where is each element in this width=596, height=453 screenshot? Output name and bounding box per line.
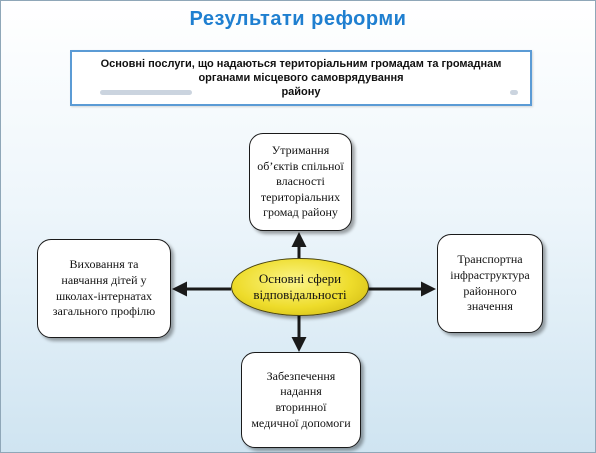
node-secondary-medical-care: Забезпечення надання вторинної медичної … — [241, 352, 361, 448]
center-responsibility-ellipse: Основні сфери відповідальності — [231, 258, 369, 316]
node-top-line: громад району — [263, 205, 338, 220]
node-top-line: об’єктів спільної — [257, 158, 344, 173]
header-line-1: Основні послуги, що надаються територіал… — [100, 58, 502, 70]
blurred-text-right — [510, 90, 518, 95]
node-left-line: загального профілю — [52, 304, 156, 319]
header-line-2: органами місцевого самоврядування — [198, 72, 404, 84]
node-bottom-line: вторинної — [275, 400, 327, 414]
blurred-text-left — [100, 90, 192, 95]
node-right-line: значення — [467, 299, 513, 314]
center-line-2: відповідальності — [253, 287, 347, 302]
node-top-line: Утримання — [271, 143, 330, 158]
node-left-line: навчання дітей у — [61, 272, 147, 287]
node-bottom-line: Забезпечення — [266, 368, 336, 383]
node-boarding-schools: Виховання та навчання дітей у школах-інт… — [37, 239, 171, 338]
node-right-line: районного — [463, 283, 517, 298]
node-right-line: інфраструктура — [450, 267, 530, 282]
center-line-1: Основні сфери — [258, 270, 342, 286]
node-top-line: власності — [276, 174, 325, 189]
node-common-property: Утримання об’єктів спільної власності те… — [249, 133, 352, 231]
node-left-line: Виховання та — [69, 257, 139, 272]
node-bottom-line: медичної допомоги — [251, 415, 351, 430]
node-top-line: територіальних — [260, 189, 341, 204]
node-transport-infrastructure: Транспортна інфраструктура районного зна… — [437, 234, 543, 333]
node-right-line: Транспортна — [457, 252, 523, 267]
node-bottom-line: надання — [280, 384, 322, 399]
node-left-line: школах-інтернатах — [55, 288, 153, 303]
page-title: Результати реформи — [189, 8, 407, 30]
services-header-box: Основні послуги, що надаються територіал… — [70, 50, 532, 106]
header-line-3: району — [281, 86, 321, 98]
